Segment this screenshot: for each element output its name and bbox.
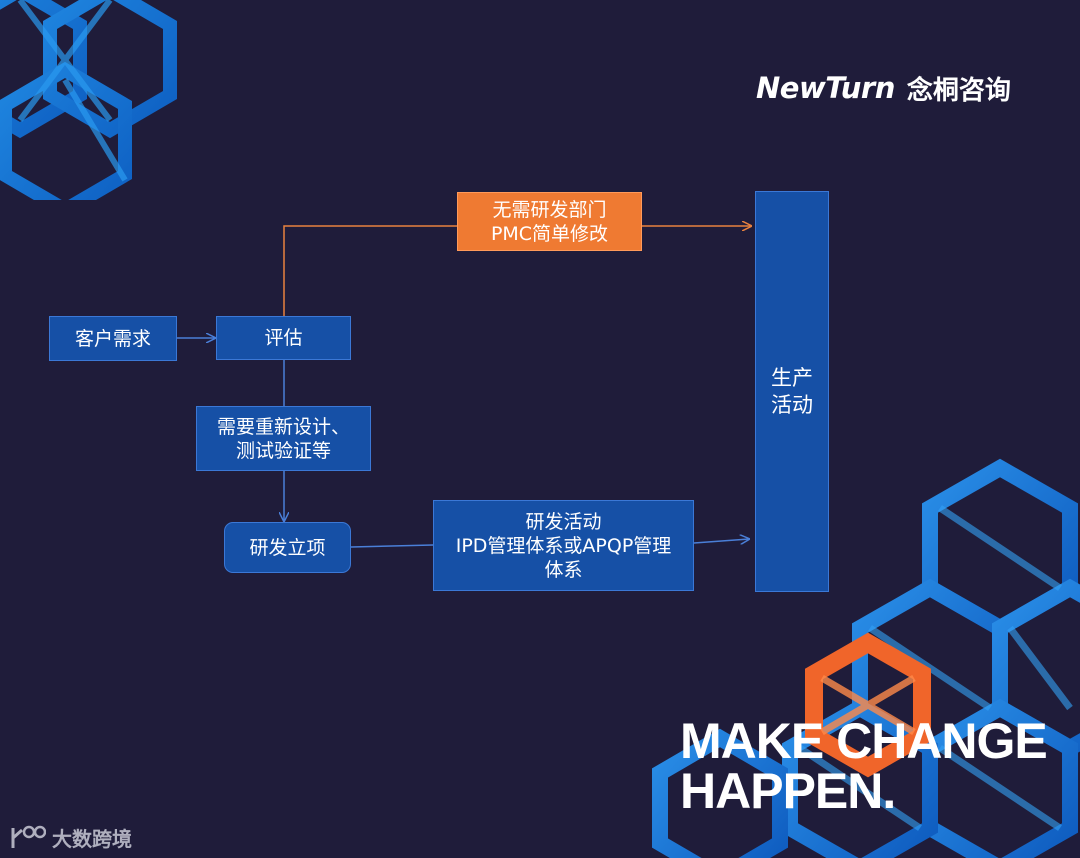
node-customer-demand: 客户需求 <box>49 316 177 361</box>
node-redesign-needed: 需要重新设计、 测试验证等 <box>196 406 371 471</box>
node-label-line3: 体系 <box>544 558 583 581</box>
node-label-line1: 无需研发部门 <box>492 198 607 221</box>
node-label-line1: 研发活动 <box>525 510 602 533</box>
node-label-line1: 需要重新设计、 <box>216 415 350 438</box>
node-no-rd-needed: 无需研发部门 PMC简单修改 <box>457 192 642 251</box>
slogan: MAKE CHANGE HAPPEN. <box>680 713 1048 819</box>
node-label-line1: 生产 <box>771 365 813 390</box>
decorative-pattern-top-left <box>0 0 177 200</box>
watermark-text: 大数跨境 <box>52 826 132 851</box>
arrow-evaluate-to-no-rd <box>283 225 457 316</box>
node-label: 研发立项 <box>249 536 326 559</box>
logo-text-cn: 念桐咨询 <box>906 75 1011 106</box>
slogan-line2: HAPPEN. <box>680 763 896 819</box>
watermark-logo-icon <box>11 825 46 848</box>
node-label-line2: 活动 <box>771 392 813 417</box>
decorative-pattern-bottom-right <box>652 458 1080 858</box>
node-label-line2: IPD管理体系或APQP管理 <box>455 534 672 557</box>
arrow-rd-project-to-rd-activity <box>350 544 434 548</box>
node-rd-project: 研发立项 <box>224 522 351 573</box>
node-label-line2: 测试验证等 <box>235 439 331 462</box>
node-label-line2: PMC简单修改 <box>490 222 609 245</box>
node-evaluate: 评估 <box>216 316 351 360</box>
logo-text-en: NewTurn <box>756 71 895 105</box>
watermark: 大数跨境 <box>10 822 132 852</box>
slogan-line1: MAKE CHANGE <box>680 713 1048 769</box>
node-rd-activity: 研发活动 IPD管理体系或APQP管理 体系 <box>433 500 694 591</box>
node-production-activity: 生产 活动 <box>755 191 829 592</box>
node-label: 评估 <box>264 327 303 349</box>
node-label: 客户需求 <box>74 327 151 350</box>
brand-logo: NewTurn 念桐咨询 <box>756 68 1011 108</box>
arrow-rd-activity-to-production <box>693 539 749 543</box>
